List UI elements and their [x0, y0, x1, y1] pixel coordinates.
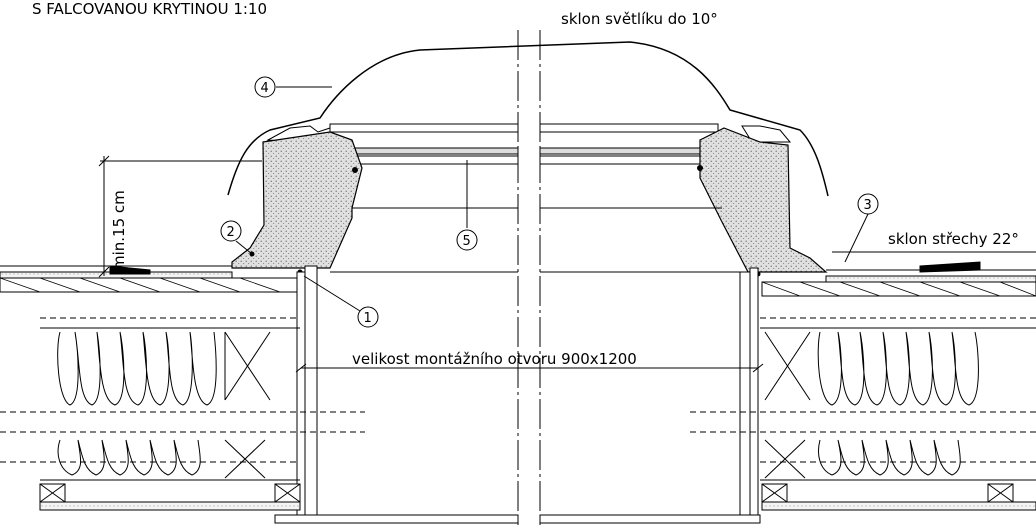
skylight-slope-label: sklon světlíku do 10° — [561, 10, 718, 28]
roof-layers-right — [761, 261, 1036, 297]
min-height-label: min.15 cm — [110, 190, 128, 270]
svg-text:4: 4 — [261, 81, 269, 96]
roof-slope-label: sklon střechy 22° — [888, 230, 1019, 248]
callout-4: 4 — [254, 76, 276, 98]
drawing-title: S FALCOVANOU KRYTINOU 1:10 — [32, 0, 267, 18]
svg-text:5: 5 — [463, 234, 471, 249]
opening-dimension — [295, 363, 764, 373]
callout-1: 1 — [357, 306, 379, 328]
svg-text:1: 1 — [364, 311, 372, 326]
opening-lines — [330, 207, 748, 273]
dashed-lines — [0, 317, 1036, 463]
dome-outline — [227, 41, 829, 197]
opening-size-label: velikost montážního otvoru 900x1200 — [352, 350, 637, 368]
center-axis — [517, 30, 541, 525]
roof-layers-left — [0, 265, 301, 293]
svg-text:2: 2 — [227, 225, 235, 240]
upstand-left — [231, 131, 363, 269]
callout-3: 3 — [857, 193, 879, 215]
bottom-blocks — [39, 483, 1036, 511]
callout-leaders — [235, 86, 869, 312]
callout-2: 2 — [220, 220, 242, 242]
insulation-left — [40, 327, 300, 481]
height-dimension — [98, 155, 262, 278]
svg-text:3: 3 — [864, 198, 872, 213]
insulation-right — [760, 327, 1036, 481]
frame-posts — [274, 265, 761, 524]
callout-5: 5 — [456, 229, 478, 251]
upstand-right — [699, 127, 828, 273]
